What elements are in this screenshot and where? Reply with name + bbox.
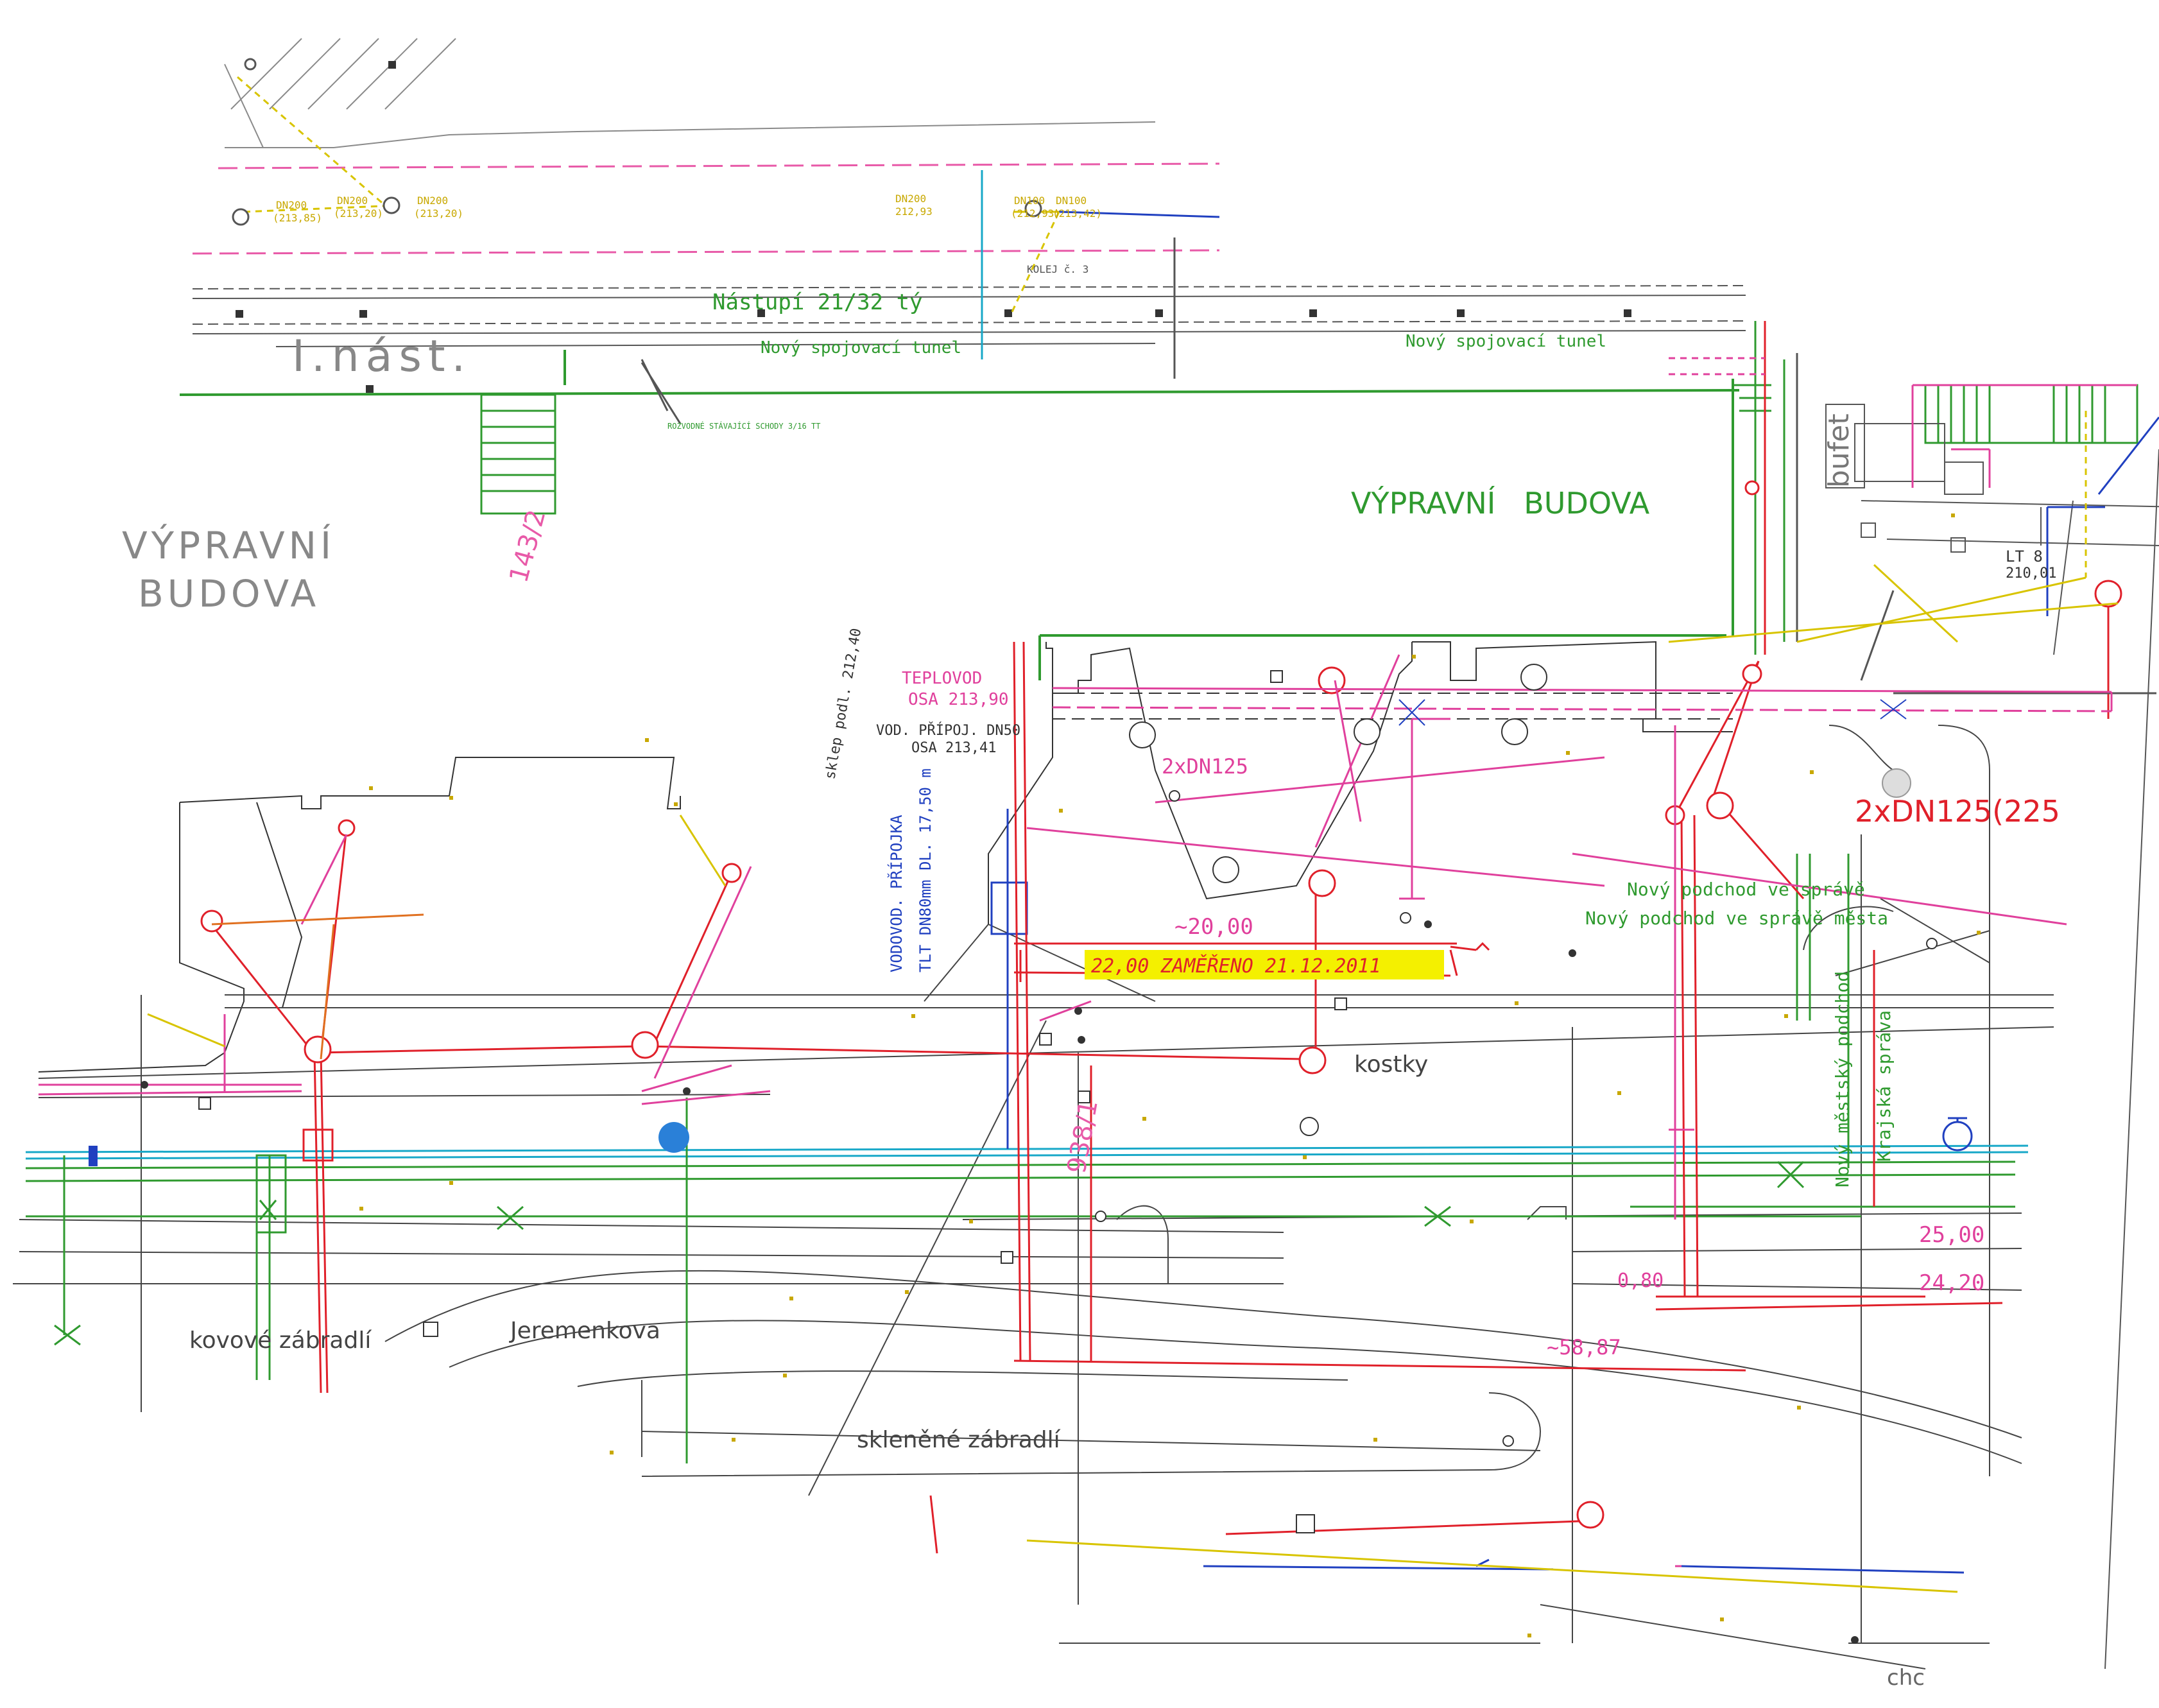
dn200-2-val: (213,20): [334, 207, 383, 220]
sklep-label: sklep podl. 212,40: [822, 627, 864, 781]
dim-2000-label: ~20,00: [1174, 914, 1253, 940]
curb-shapes: [1803, 725, 1990, 951]
labels: I.nást. Nástupí 21/32 tý Nový spojovací …: [122, 193, 2060, 1691]
teplovod-label: TEPLOVOD: [902, 669, 982, 688]
vod-pripoj-osa-label: OSA 213,41: [911, 740, 996, 756]
kostky-label: kostky: [1354, 1051, 1428, 1078]
blue-marker: [89, 1146, 98, 1166]
magenta-lines: [38, 357, 2137, 1567]
dn100-6-val: (213,42): [1053, 207, 1102, 220]
teplovod-osa-label: OSA 213,90: [908, 690, 1009, 709]
bufet-label: bufet: [1823, 413, 1855, 488]
dn100-5: DN100: [1014, 194, 1045, 207]
platform-markers: [236, 61, 1631, 393]
stairs-left: [480, 393, 556, 515]
platforms-label: Nástupí 21/32 tý: [712, 289, 923, 315]
sklenene-zabradli-label: skleněné zábradlí: [857, 1427, 1061, 1453]
left-building-outline: [38, 757, 681, 1073]
top-pipes: [237, 76, 1220, 424]
new-underpass-vert-label: Nový městský podchod: [1832, 971, 1853, 1187]
signature: chc: [1887, 1665, 1925, 1691]
dn200-4-val: 212,93: [895, 205, 933, 218]
dn100-5-val: (212,93): [1011, 207, 1060, 220]
dim-2420-label: 24,20: [1919, 1270, 1984, 1296]
dn200-3: DN200: [417, 194, 448, 207]
stavajici-schody-label: ROZVODNÉ STÁVAJÍCÍ SCHODY 3/16 TT: [667, 421, 820, 431]
dn125-label-b: 2xDN125(225: [1855, 794, 2060, 829]
regional-admin-label: Krajská správa: [1873, 1010, 1895, 1162]
dim-5887-label: ~58,87: [1547, 1335, 1621, 1359]
kovove-zabradli-label: kovové zábradlí: [189, 1327, 372, 1354]
stairs-right: [1733, 384, 2138, 444]
new-underpass-label-1: Nový podchod ve správě: [1627, 879, 1865, 900]
dn125-label-a: 2xDN125: [1162, 754, 1248, 779]
elevation-marks: [359, 513, 1981, 1637]
right-top-structures: [1825, 404, 2159, 655]
cyan-lines: [25, 1144, 2029, 1160]
platform-edges: [192, 285, 1746, 347]
lt-label: LT 8: [2006, 548, 2043, 565]
dn200-1: DN200: [276, 199, 307, 211]
vod-pripoj-label: VOD. PŘÍPOJ. DN50: [876, 722, 1020, 739]
new-tunnel-label-1: Nový spojovací tunel: [761, 338, 961, 358]
pink-crosses: [1398, 699, 1907, 726]
blue-lines: [990, 809, 1965, 1574]
small-symbols: [141, 664, 1938, 1644]
parcel-1432-label: 143/2: [504, 506, 551, 585]
dim-2200-label: 22,00 ZAMĚŘENO 21.12.2011: [1091, 954, 1381, 978]
vodovod-label-1: VODOVOD. PŘÍPOJKA: [887, 815, 906, 972]
top-magenta-line: [192, 162, 1220, 255]
blue-hydrant: [658, 1122, 689, 1153]
dim-2500-label: 25,00: [1919, 1222, 1984, 1248]
platform-1-label: I.nást.: [292, 331, 472, 382]
green-cross-markers: [54, 1154, 1805, 1346]
top-verticals: [981, 170, 1798, 655]
station-building-left-2: BUDOVA: [138, 572, 320, 616]
yellow-lines: [147, 564, 2119, 1593]
hydrant-symbol: [1942, 1117, 1973, 1152]
orange-lines: [211, 913, 424, 1060]
red-manholes: [200, 480, 1762, 1529]
top-manholes: [232, 58, 1042, 226]
middle-building-outline: [988, 641, 1733, 924]
vodovod-label-2: TLT DN80mm DL. 17,50 m: [916, 768, 934, 972]
dn200-4: DN200: [895, 193, 926, 205]
road-lines: [13, 834, 2054, 1669]
new-tunnel-label-2: Nový spojovací tunel: [1406, 332, 1606, 351]
right-edge-lines: [1796, 411, 2159, 1669]
top-hatch-area: [224, 38, 1156, 148]
green-lines: [25, 854, 2016, 1463]
dn200-1-val: (213,85): [273, 212, 322, 224]
dn200-2: DN200: [337, 194, 368, 207]
kolej-label: KOLEJ č. 3: [1027, 263, 1088, 275]
dn100-6: DN100: [1056, 194, 1087, 207]
dn200-3-val: (213,20): [414, 207, 463, 220]
dim-080-label: 0,80: [1617, 1270, 1664, 1292]
dim-2200-highlight: [1085, 950, 1444, 979]
jeremenkova-label: Jeremenkova: [509, 1318, 660, 1344]
lt-value: 210,01: [2006, 565, 2056, 582]
station-building-left-1: VÝPRAVNÍ: [122, 523, 335, 567]
red-lines: [207, 641, 2003, 1554]
new-underpass-label-2: Nový podchod ve správě města: [1585, 908, 1888, 929]
station-building-right: VÝPRAVNÍ BUDOVA: [1351, 486, 1650, 521]
new-tunnel-green: [179, 350, 1740, 680]
